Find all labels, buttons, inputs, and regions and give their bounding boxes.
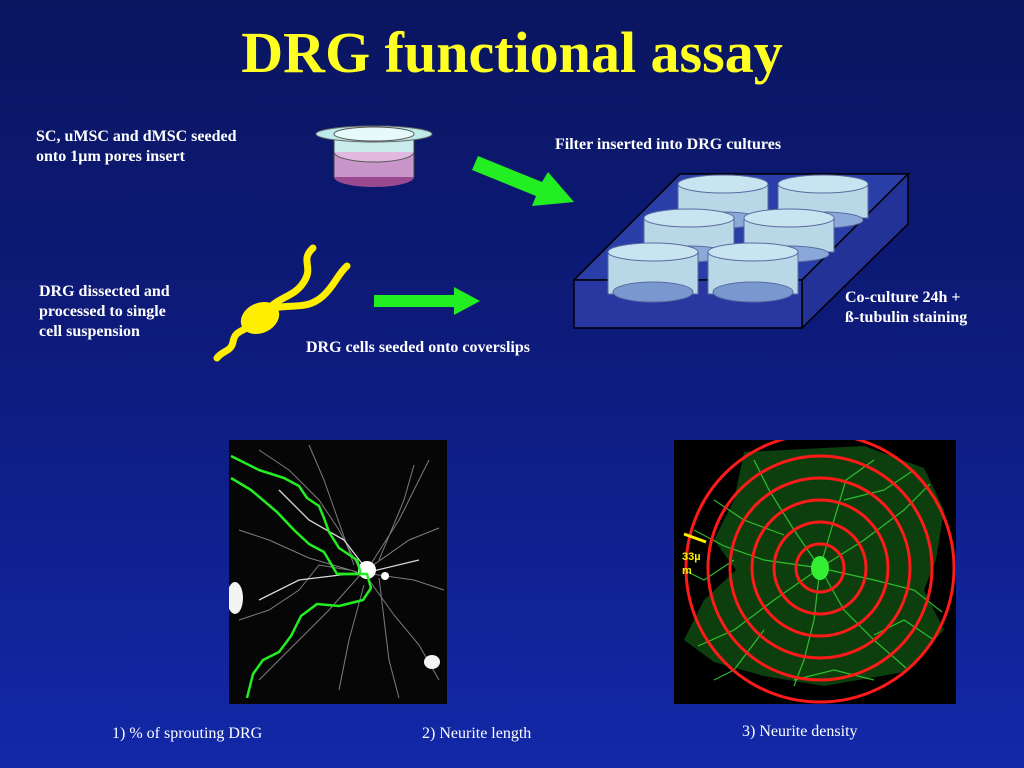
caption-neurite-density: 3) Neurite density [742,723,858,740]
coculture-line-2: ß-tubulin staining [845,309,968,326]
arrow-right-icon [472,156,574,206]
seeded-insert-line-2: onto 1µm pores insert [36,148,185,165]
drg-seeded-label: DRG cells seeded onto coverslips [306,339,530,356]
arrow-right-icon [374,287,480,315]
drg-dissected-line-1: DRG dissected and [39,283,170,300]
drg-dissected-line-3: cell suspension [39,323,140,340]
coculture-label: Co-culture 24h + ß-tubulin staining [845,288,967,328]
scale-label-line-2: m [682,565,692,577]
seeded-insert-label: SC, uMSC and dMSC seeded onto 1µm pores … [36,127,236,167]
slide-title: DRG functional assay [241,20,783,85]
well-plate-icon [572,172,910,330]
filter-inserted-label: Filter inserted into DRG cultures [555,136,782,153]
seeded-insert-line-1: SC, uMSC and dMSC seeded [36,128,237,145]
drg-dissected-label: DRG dissected and processed to single ce… [39,282,170,342]
neuron-icon [213,244,351,362]
scale-label-line-1: 33µ [682,551,701,563]
caption-sprouting: 1) % of sprouting DRG [112,725,263,742]
caption-neurite-length: 2) Neurite length [422,725,532,742]
transwell-insert-icon [315,125,433,187]
drg-dissected-line-2: processed to single [39,303,166,320]
neurite-density-micrograph: 33µ m [674,440,956,704]
neurite-length-micrograph [229,440,447,704]
coculture-line-1: Co-culture 24h + [845,289,961,306]
